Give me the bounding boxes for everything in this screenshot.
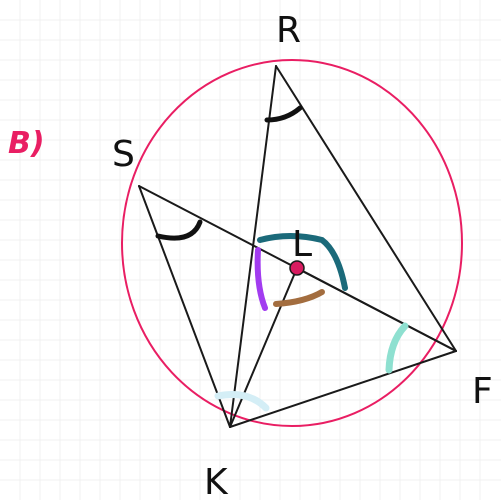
- angle-mark-l-brown: [273, 289, 325, 307]
- label-s: S: [112, 134, 135, 175]
- point-l-dot: [289, 260, 305, 276]
- segment-sk: [138, 185, 231, 428]
- segment-lf: [296, 267, 457, 352]
- angle-mark-l-teal: [257, 233, 348, 291]
- segment-kf: [229, 350, 457, 428]
- angle-mark-l-purple: [254, 247, 268, 311]
- angle-mark-s: [155, 219, 203, 241]
- label-k: K: [204, 462, 229, 500]
- angle-mark-r: [264, 105, 303, 123]
- label-f: F: [472, 371, 493, 412]
- angle-mark-f: [385, 322, 409, 374]
- label-r: R: [276, 10, 301, 51]
- angle-mark-k: [214, 391, 270, 412]
- part-label: B): [8, 126, 45, 161]
- circumcircle: [121, 59, 463, 427]
- label-l: L: [292, 224, 312, 265]
- segment-lk: [229, 267, 298, 428]
- segment-rf: [275, 65, 457, 352]
- segment-rk: [229, 65, 277, 428]
